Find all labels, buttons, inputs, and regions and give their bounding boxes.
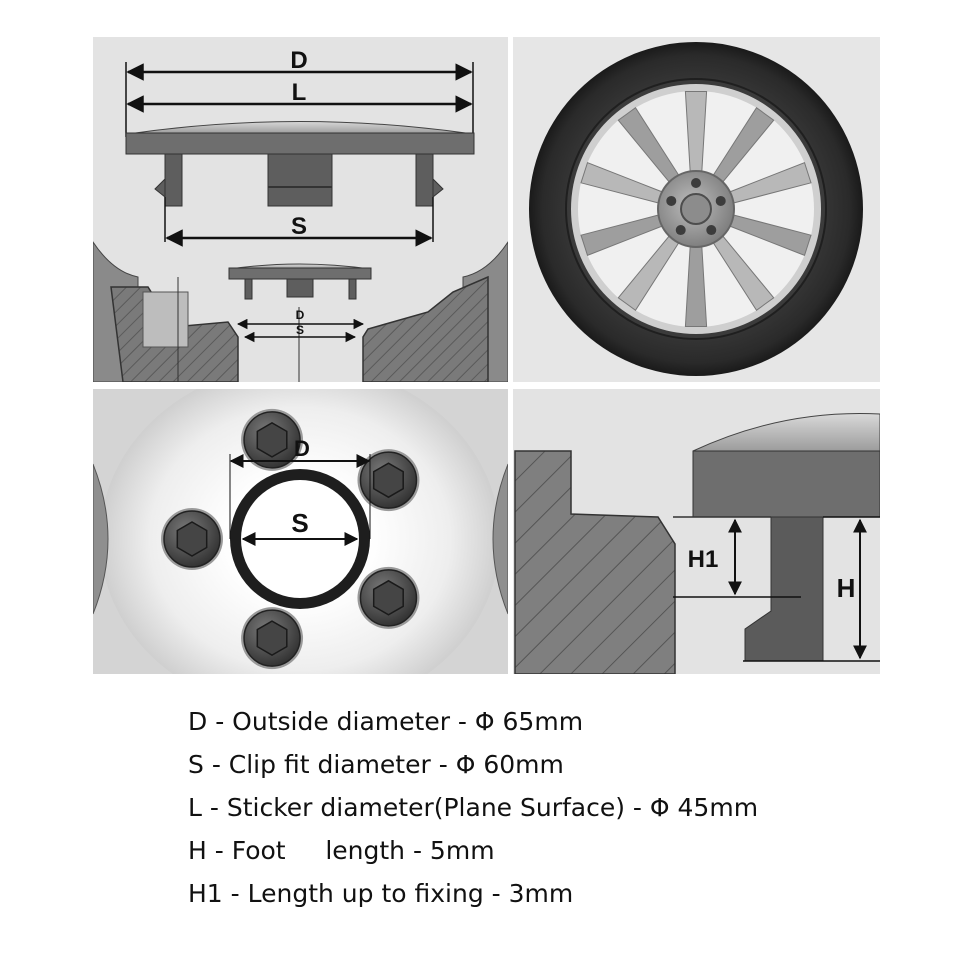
foot-detail-panel: H1 H <box>513 389 880 674</box>
l-label: L <box>292 79 307 106</box>
s-label: S <box>291 213 307 240</box>
detail-cap-dome <box>692 413 880 452</box>
detail-wheel-section <box>514 450 676 674</box>
front-d-label: D <box>294 436 310 461</box>
rim-lug-holes <box>666 178 726 236</box>
small-d-label: D <box>296 308 305 322</box>
small-cap-clip-right <box>348 278 357 300</box>
foot-detail-drawing: H1 H <box>514 413 880 674</box>
lug-hole <box>675 225 686 236</box>
small-cap-post <box>286 278 314 298</box>
small-cap-clip-left <box>244 278 253 300</box>
wheel-bolts <box>161 408 420 670</box>
legend-item-h1: H1 - Length up to fixing - 3mm <box>188 879 574 908</box>
spoke-gap-left <box>93 463 109 615</box>
d-label: D <box>290 47 307 74</box>
cap-clip-hook-right <box>432 177 444 199</box>
spoke-gap-right <box>492 463 508 615</box>
cap-rim <box>125 132 475 155</box>
dimension-legend: D - Outside diameter - Φ 65mm S - Clip f… <box>188 700 888 915</box>
legend-item-s: S - Clip fit diameter - Φ 60mm <box>188 750 564 779</box>
legend-item-l: L - Sticker diameter(Plane Surface) - Φ … <box>188 793 759 822</box>
wheel-bolt <box>241 607 304 670</box>
hub-front-view-drawing: D S <box>93 389 508 674</box>
wheel-bolt <box>357 449 420 512</box>
cap-clip-hook-left <box>154 177 166 199</box>
cap-clip-right <box>415 153 434 207</box>
cap-side-view-drawing: D L S D S <box>93 47 508 382</box>
cap-dome <box>127 121 474 135</box>
wheel-illustration <box>529 42 863 376</box>
cap-side-view-panel: D L S D S <box>93 37 508 382</box>
cap-clip-left <box>164 153 183 207</box>
cap-center-post <box>267 153 333 207</box>
wheel-illustration-panel <box>513 37 880 382</box>
hub-front-view-panel: D S <box>93 389 508 674</box>
h1-label: H1 <box>688 546 719 573</box>
lug-hole <box>715 195 726 206</box>
lug-hole <box>706 225 717 236</box>
rim-spokes <box>580 91 812 327</box>
front-s-label: S <box>291 508 308 538</box>
small-s-label: S <box>296 323 304 337</box>
section-right-hatch <box>362 275 489 382</box>
legend-item-d: D - Outside diameter - Φ 65mm <box>188 707 584 736</box>
lug-hole <box>666 195 677 206</box>
small-cap-rim <box>228 267 372 280</box>
rim-center-bore <box>680 193 712 225</box>
wheel-bolt <box>357 566 420 629</box>
wheel-bolt <box>161 508 223 570</box>
section-bore <box>142 291 189 348</box>
detail-cap-rim <box>692 450 880 518</box>
detail-cap-foot <box>744 516 824 662</box>
legend-item-h: H - Foot length - 5mm <box>188 836 495 865</box>
lug-hole <box>691 178 701 188</box>
h-label: H <box>837 573 856 603</box>
